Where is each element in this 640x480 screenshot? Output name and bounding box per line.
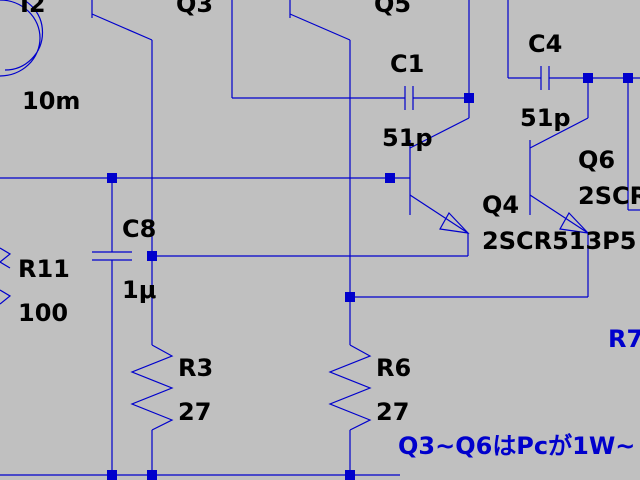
label-c1-value: 51p [382, 124, 433, 152]
wire-q5-collector [289, 13, 351, 41]
junction-node [107, 470, 117, 480]
junction-node [385, 173, 395, 183]
current-source-i2 [0, 0, 44, 77]
q6-emitter [529, 194, 589, 234]
label-r3-value: 27 [178, 398, 211, 426]
label-i2-value: 10m [22, 87, 80, 115]
junction-node [623, 73, 633, 83]
r11-resistor [0, 247, 12, 269]
r6-resistor [328, 344, 372, 431]
label-c8: C8 [122, 215, 156, 243]
label-q4: Q4 [482, 191, 519, 219]
label-c8-value: 1μ [122, 276, 156, 304]
label-q5: Q5 [374, 0, 411, 18]
junction-node [345, 292, 355, 302]
wire-q3-collector [91, 13, 153, 41]
wire-q4-collector [409, 117, 470, 149]
r11-resistor-lower [0, 289, 12, 305]
label-i2: I2 [20, 0, 46, 18]
junction-node [583, 73, 593, 83]
label-r11-value: 100 [18, 299, 68, 327]
label-q4-part: 2SCR513P5 [482, 227, 636, 255]
annotation-note: Q3~Q6はPcが1W~ [398, 432, 635, 460]
q6-emitter-arrow [559, 211, 590, 234]
label-r7-partial: R7 [608, 325, 640, 353]
label-q6-part: 2SCR [578, 182, 640, 210]
q6-collector [529, 117, 589, 149]
label-q3: Q3 [176, 0, 213, 18]
q4-emitter-arrow [439, 211, 470, 234]
junction-node [464, 93, 474, 103]
label-r6-value: 27 [376, 398, 409, 426]
label-q6: Q6 [578, 146, 615, 174]
label-c4: C4 [528, 30, 562, 58]
junction-node [147, 251, 157, 261]
junction-node [147, 470, 157, 480]
junction-node [345, 470, 355, 480]
q4-emitter [409, 194, 469, 234]
label-r6: R6 [376, 354, 411, 382]
label-c4-value: 51p [520, 104, 571, 132]
label-r3: R3 [178, 354, 213, 382]
label-c1: C1 [390, 50, 424, 78]
label-r11: R11 [18, 255, 70, 283]
r3-resistor [130, 344, 174, 431]
junction-node [107, 173, 117, 183]
